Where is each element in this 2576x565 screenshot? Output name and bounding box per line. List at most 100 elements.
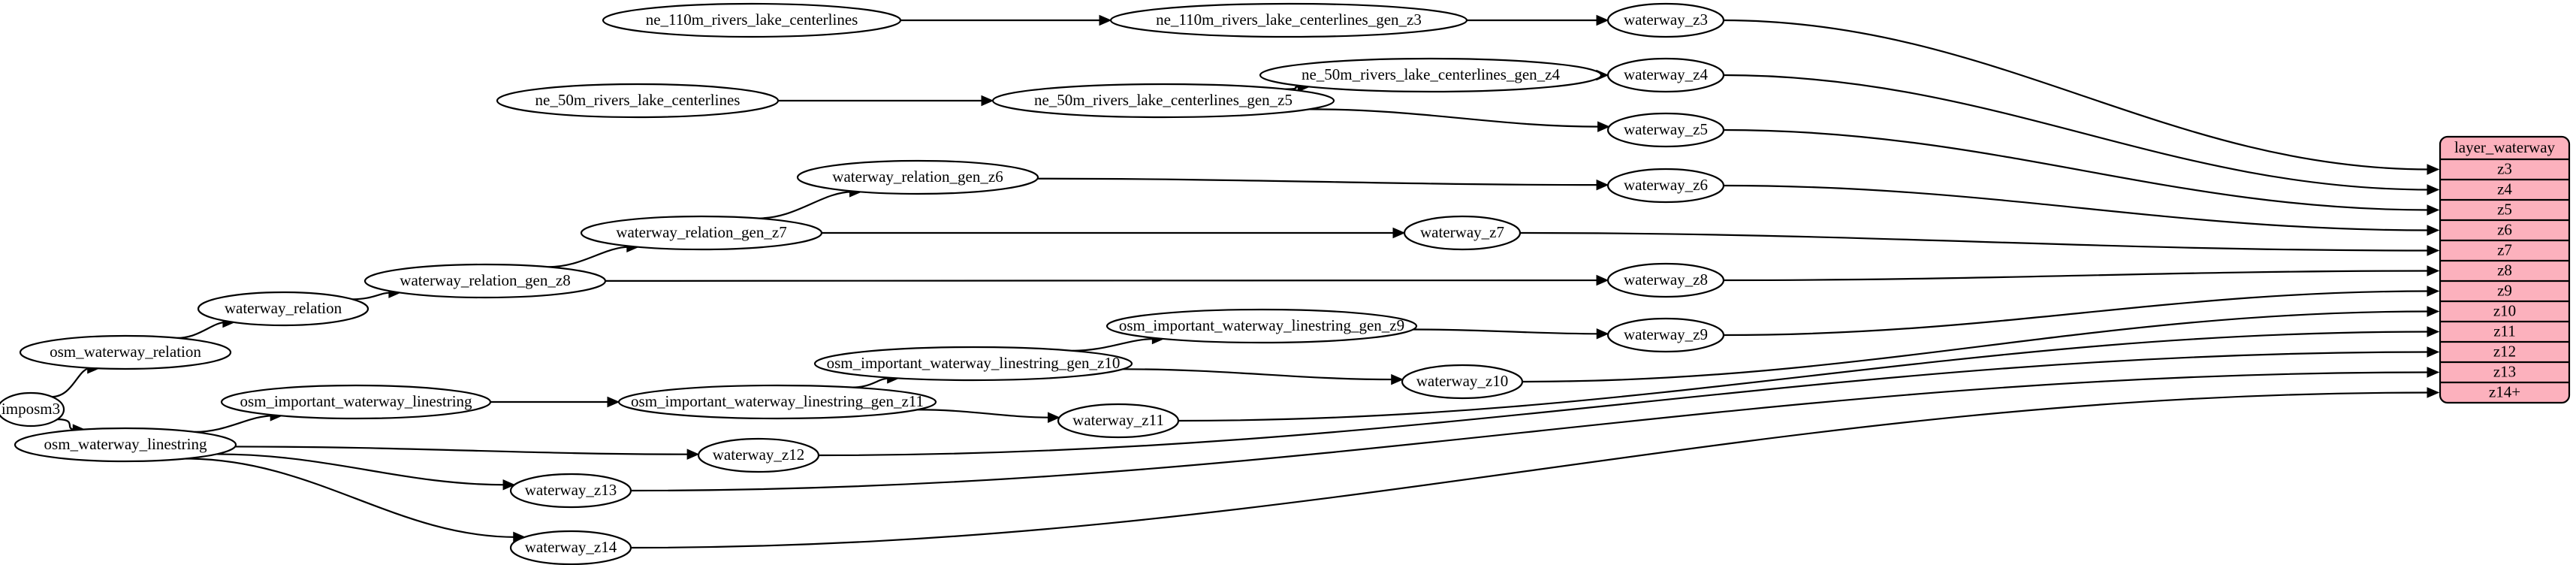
node-shape-waterway_z10[interactable]: [1401, 364, 1524, 400]
node-shape-osm_important_waterway_linestring_gen_z11[interactable]: [617, 384, 937, 420]
node-shape-waterway_z7[interactable]: [1403, 215, 1522, 251]
edge-imposm3-to-osm_waterway_linestring: [57, 418, 76, 431]
edge-arrowhead: [686, 449, 700, 460]
node-shape-waterway_z3[interactable]: [1606, 2, 1725, 38]
table-row-z9[interactable]: z9: [2497, 281, 2512, 299]
node-label-ne_110m_rivers_lake_centerlines: ne_110m_rivers_lake_centerlines: [646, 11, 858, 29]
node-waterway_z9[interactable]: waterway_z9: [1606, 317, 1725, 353]
edge-arrowhead: [2427, 306, 2440, 317]
node-shape-waterway_z12[interactable]: [697, 437, 820, 473]
node-shape-osm_important_waterway_linestring[interactable]: [220, 384, 492, 420]
node-shape-waterway_z13[interactable]: [509, 473, 632, 509]
edge-waterway_z14-to-table-z14+: [630, 391, 2430, 549]
edge-osm_important_waterway_linestring_gen_z11-to-osm_important_waterway_linestring_gen_z10: [852, 377, 890, 388]
node-shape-ne_50m_rivers_lake_centerlines_gen_z4[interactable]: [1259, 57, 1603, 93]
table-row-z8[interactable]: z8: [2497, 261, 2512, 279]
edge-waterway_z10-to-table-z10: [1522, 310, 2430, 383]
node-label-waterway_z3: waterway_z3: [1624, 11, 1708, 29]
edge-arrowhead: [2427, 225, 2440, 236]
node-waterway_z11[interactable]: waterway_z11: [1057, 403, 1180, 439]
nodes-layer: imposm3 osm_waterway_relation osm_waterway…: [0, 2, 1725, 565]
node-osm_waterway_linestring[interactable]: osm_waterway_linestring: [14, 427, 237, 463]
edge-arrowhead: [2427, 164, 2440, 175]
node-shape-ne_110m_rivers_lake_centerlines[interactable]: [602, 2, 902, 38]
node-label-osm_important_waterway_linestring_gen_z11: osm_important_waterway_linestring_gen_z1…: [631, 392, 924, 410]
node-shape-waterway_relation_gen_z6[interactable]: [796, 159, 1039, 195]
node-imposm3[interactable]: imposm3: [0, 391, 65, 428]
table-row-z12[interactable]: z12: [2493, 342, 2516, 360]
edge-waterway_relation_gen_z8-to-waterway_relation_gen_z7: [548, 246, 629, 268]
node-waterway_z10[interactable]: waterway_z10: [1401, 364, 1524, 400]
node-waterway_z12[interactable]: waterway_z12: [697, 437, 820, 473]
edge-arrowhead: [1048, 412, 1060, 423]
node-label-waterway_z6: waterway_z6: [1624, 176, 1708, 194]
node-shape-waterway_z9[interactable]: [1606, 317, 1725, 353]
node-shape-waterway_relation_gen_z8[interactable]: [363, 263, 607, 299]
node-shape-ne_50m_rivers_lake_centerlines[interactable]: [496, 83, 780, 119]
node-shape-waterway_relation_gen_z7[interactable]: [580, 215, 823, 251]
table-row-z5[interactable]: z5: [2497, 200, 2512, 218]
node-osm_important_waterway_linestring_gen_z10[interactable]: osm_important_waterway_linestring_gen_z1…: [813, 346, 1133, 382]
table-row-z7[interactable]: z7: [2497, 240, 2512, 258]
node-shape-osm_waterway_linestring[interactable]: [14, 427, 237, 463]
node-waterway_relation[interactable]: waterway_relation: [197, 291, 370, 327]
node-shape-waterway_z5[interactable]: [1606, 112, 1725, 148]
node-waterway_z3[interactable]: waterway_z3: [1606, 2, 1725, 38]
edge-waterway_z9-to-table-z9: [1723, 290, 2430, 337]
table-header-label: layer_waterway: [2454, 138, 2556, 156]
node-waterway_z13[interactable]: waterway_z13: [509, 473, 632, 509]
node-shape-imposm3[interactable]: [0, 391, 65, 428]
edge-waterway_relation_gen_z6-to-waterway_z6: [1037, 177, 1600, 186]
edge-arrowhead: [1099, 14, 1112, 26]
node-waterway_z4[interactable]: waterway_z4: [1606, 57, 1725, 93]
table-row-z6[interactable]: z6: [2497, 220, 2512, 238]
edge-osm_important_waterway_linestring_gen_z10-to-waterway_z10: [1122, 368, 1394, 381]
edge-arrowhead: [2427, 367, 2440, 378]
node-shape-osm_important_waterway_linestring_gen_z10[interactable]: [813, 346, 1133, 382]
node-label-ne_50m_rivers_lake_centerlines_gen_z5: ne_50m_rivers_lake_centerlines_gen_z5: [1034, 91, 1293, 109]
node-osm_important_waterway_linestring_gen_z11[interactable]: osm_important_waterway_linestring_gen_z1…: [617, 384, 937, 420]
node-shape-waterway_z4[interactable]: [1606, 57, 1725, 93]
table-row-z14+[interactable]: z14+: [2489, 382, 2520, 400]
node-shape-waterway_relation[interactable]: [197, 291, 370, 327]
node-shape-waterway_z6[interactable]: [1606, 168, 1725, 204]
table-row-z3[interactable]: z3: [2497, 159, 2512, 177]
node-shape-waterway_z14[interactable]: [509, 530, 632, 565]
node-label-osm_important_waterway_linestring: osm_important_waterway_linestring: [240, 392, 472, 410]
node-ne_110m_rivers_lake_centerlines_gen_z3[interactable]: ne_110m_rivers_lake_centerlines_gen_z3: [1109, 2, 1468, 38]
node-waterway_relation_gen_z7[interactable]: waterway_relation_gen_z7: [580, 215, 823, 251]
node-ne_50m_rivers_lake_centerlines_gen_z4[interactable]: ne_50m_rivers_lake_centerlines_gen_z4: [1259, 57, 1603, 93]
node-waterway_z6[interactable]: waterway_z6: [1606, 168, 1725, 204]
table-row-z10[interactable]: z10: [2493, 301, 2516, 319]
edge-arrowhead: [1392, 227, 1406, 239]
node-waterway_z14[interactable]: waterway_z14: [509, 530, 632, 565]
edge-waterway_z6-to-table-z6: [1723, 184, 2430, 231]
node-waterway_relation_gen_z8[interactable]: waterway_relation_gen_z8: [363, 263, 607, 299]
node-label-waterway_z13: waterway_z13: [525, 481, 617, 499]
node-shape-ne_110m_rivers_lake_centerlines_gen_z3[interactable]: [1109, 2, 1468, 38]
node-waterway_relation_gen_z6[interactable]: waterway_relation_gen_z6: [796, 159, 1039, 195]
node-osm_important_waterway_linestring_gen_z9[interactable]: osm_important_waterway_linestring_gen_z9: [1106, 308, 1418, 344]
node-shape-waterway_z11[interactable]: [1057, 403, 1180, 439]
table-row-z4[interactable]: z4: [2497, 180, 2512, 198]
node-ne_110m_rivers_lake_centerlines[interactable]: ne_110m_rivers_lake_centerlines: [602, 2, 902, 38]
edge-waterway_z5-to-table-z5: [1723, 128, 2430, 211]
node-label-waterway_z4: waterway_z4: [1624, 65, 1708, 83]
node-waterway_z5[interactable]: waterway_z5: [1606, 112, 1725, 148]
edge-waterway_z3-to-table-z3: [1723, 19, 2430, 171]
node-waterway_z7[interactable]: waterway_z7: [1403, 215, 1522, 251]
table-row-z11[interactable]: z11: [2493, 322, 2516, 340]
node-ne_50m_rivers_lake_centerlines_gen_z5[interactable]: ne_50m_rivers_lake_centerlines_gen_z5: [991, 83, 1335, 119]
edge-arrowhead: [607, 396, 620, 408]
table-row-z13[interactable]: z13: [2493, 362, 2516, 380]
node-shape-osm_important_waterway_linestring_gen_z9[interactable]: [1106, 308, 1418, 344]
node-label-waterway_z7: waterway_z7: [1420, 223, 1504, 241]
node-osm_waterway_relation[interactable]: osm_waterway_relation: [19, 334, 232, 370]
node-waterway_z8[interactable]: waterway_z8: [1606, 262, 1725, 298]
node-shape-osm_waterway_relation[interactable]: [19, 334, 232, 370]
node-osm_important_waterway_linestring[interactable]: osm_important_waterway_linestring: [220, 384, 492, 420]
node-ne_50m_rivers_lake_centerlines[interactable]: ne_50m_rivers_lake_centerlines: [496, 83, 780, 119]
node-shape-ne_50m_rivers_lake_centerlines_gen_z5[interactable]: [991, 83, 1335, 119]
node-shape-waterway_z8[interactable]: [1606, 262, 1725, 298]
